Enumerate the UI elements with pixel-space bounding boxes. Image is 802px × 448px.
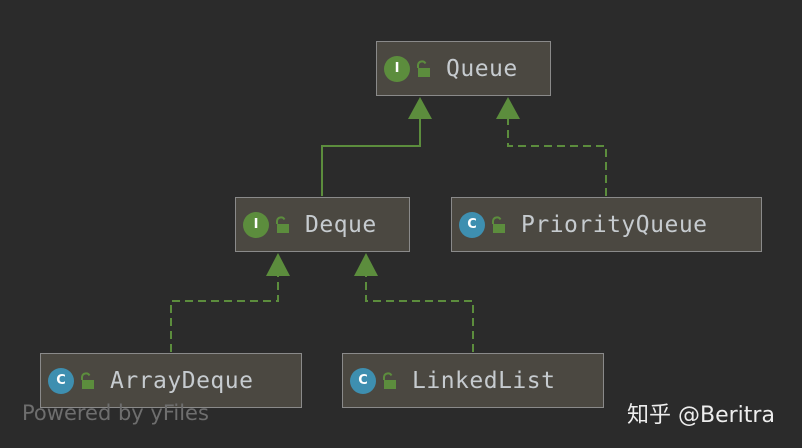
- arrowhead-deque-right: [354, 253, 378, 276]
- deque-node[interactable]: I Deque: [235, 197, 410, 252]
- arrowhead-queue-left: [408, 97, 432, 119]
- linkedlist-node[interactable]: C LinkedList: [342, 353, 604, 408]
- unlocked-padlock-icon: [417, 59, 430, 77]
- interface-badge-icon: I: [384, 55, 410, 82]
- powered-by-watermark: Powered by yFiles: [22, 401, 209, 425]
- edge-priorityqueue-to-queue: [507, 118, 607, 196]
- unlocked-padlock-icon: [383, 371, 396, 389]
- unlocked-padlock-icon: [276, 215, 289, 233]
- queue-node[interactable]: I Queue: [376, 41, 551, 96]
- priorityqueue-node[interactable]: C PriorityQueue: [451, 197, 762, 252]
- node-label: ArrayDeque: [110, 367, 254, 394]
- edge-arraydeque-to-deque: [170, 275, 279, 352]
- node-label: LinkedList: [412, 367, 556, 394]
- edge-linkedlist-to-deque: [365, 275, 474, 352]
- arrowhead-queue-right: [496, 97, 520, 119]
- arrowhead-deque-left: [266, 253, 290, 276]
- unlocked-padlock-icon: [81, 371, 94, 389]
- arraydeque-node[interactable]: C ArrayDeque: [40, 353, 302, 408]
- node-label: PriorityQueue: [521, 211, 708, 238]
- edge-deque-to-queue: [321, 118, 421, 196]
- node-label: Deque: [305, 211, 377, 238]
- class-badge-icon: C: [459, 211, 485, 238]
- unlocked-padlock-icon: [492, 215, 505, 233]
- node-label: Queue: [446, 55, 518, 82]
- author-watermark: 知乎 @Beritra: [627, 403, 775, 428]
- interface-badge-icon: I: [243, 211, 269, 238]
- class-badge-icon: C: [48, 367, 74, 394]
- class-badge-icon: C: [350, 367, 376, 394]
